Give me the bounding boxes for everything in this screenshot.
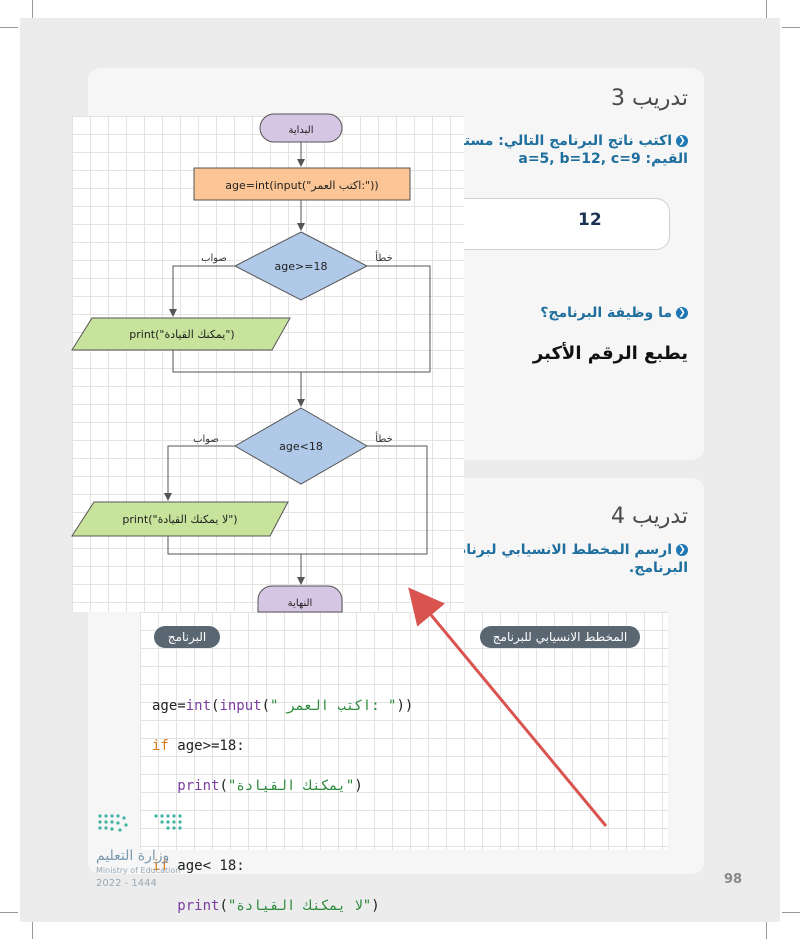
output1-label: print("يمكنك القيادة")	[129, 328, 234, 341]
crop-mark-bottom-left-h	[0, 912, 18, 913]
code-line-5: print("لا يمكنك القيادة")	[177, 898, 380, 914]
decision2-false: خطأ	[375, 431, 392, 445]
code-line-1: age=int(input(" اكتب العمر: "))	[152, 698, 414, 714]
question2-text: ما وظيفة البرنامج؟	[540, 305, 672, 321]
training4-question-line2: البرنامج.	[628, 560, 688, 576]
ministry-logo	[96, 812, 192, 840]
decision2-true: صواب	[193, 434, 219, 445]
decision2-diamond	[233, 407, 369, 485]
crop-mark-bottom-right	[766, 922, 767, 939]
input-label: age=int(input("اكتب العمر:"))	[225, 179, 378, 192]
decision1-label: age>=18	[275, 260, 328, 273]
answer2-value: يطبع الرقم الأكبر	[532, 343, 688, 364]
connector	[164, 445, 235, 501]
end-terminal	[257, 585, 343, 613]
input-process-box	[193, 167, 411, 201]
start-label: البداية	[288, 125, 313, 136]
decision2-label: age<18	[279, 440, 323, 453]
chevron-circle-icon: ❮	[676, 544, 688, 556]
answer1-value: 12	[578, 210, 602, 230]
page-number: 98	[724, 872, 743, 887]
code-line-3: print("يمكنك القيادة")	[177, 778, 363, 794]
question1-line2: القيم: a=5, b=12, c=9	[518, 151, 688, 167]
training3-question1: ❮ اكتب ناتج البرنامج التالي: مستخد القيم:…	[388, 132, 688, 168]
crop-mark-top-right	[766, 0, 767, 18]
decision1-false: خطأ	[375, 250, 392, 264]
ministry-name-ar: وزارة التعليم	[96, 848, 170, 864]
footer-year: 2022 - 1444	[96, 878, 157, 889]
crop-mark-bottom-left	[32, 922, 33, 939]
crop-mark-top-left-h	[0, 27, 18, 28]
output2-label: print("لا يمكنك القيادة")	[122, 513, 237, 526]
output1-parallelogram	[71, 317, 291, 351]
connector	[301, 265, 431, 373]
connector	[169, 265, 235, 317]
chevron-circle-icon: ❮	[676, 307, 688, 319]
flowchart-label-pill: المخطط الانسيابي للبرنامج	[480, 626, 640, 648]
ministry-logo-dots-icon	[98, 814, 182, 832]
crop-mark-bottom-right-h	[782, 912, 800, 913]
red-annotation-arrow	[408, 587, 608, 827]
crop-mark-top-left	[32, 0, 33, 18]
training4-question: ❮ ارسم المخطط الانسيابي لبرنام البرنامج.	[388, 541, 688, 577]
crop-mark-top-right-h	[782, 27, 800, 28]
program-label-pill: البرنامج	[154, 626, 220, 648]
connector	[301, 445, 428, 555]
ministry-name-en: Ministry of Education	[96, 866, 181, 875]
connector	[167, 536, 301, 555]
training3-title: تدريب 3	[610, 86, 688, 111]
question1-line1: اكتب ناتج البرنامج التالي: مستخد	[446, 133, 672, 149]
end-label: النهاية	[288, 598, 313, 609]
code-line-2: if age>=18:	[152, 738, 245, 754]
output2-parallelogram	[71, 501, 289, 537]
chevron-circle-icon: ❮	[676, 135, 688, 147]
connector	[172, 350, 301, 373]
decision1-true: صواب	[201, 253, 227, 264]
training4-title: تدريب 4	[610, 504, 688, 529]
training4-question-line1: ارسم المخطط الانسيابي لبرنام	[456, 542, 672, 558]
program-code: age=int(input(" اكتب العمر: ")) if age>=…	[152, 676, 413, 936]
code-line-4: if age< 18:	[152, 858, 245, 874]
drawing-grid	[140, 612, 668, 850]
decision1-diamond	[233, 231, 369, 301]
training3-question2: ❮ ما وظيفة البرنامج؟	[388, 304, 688, 322]
